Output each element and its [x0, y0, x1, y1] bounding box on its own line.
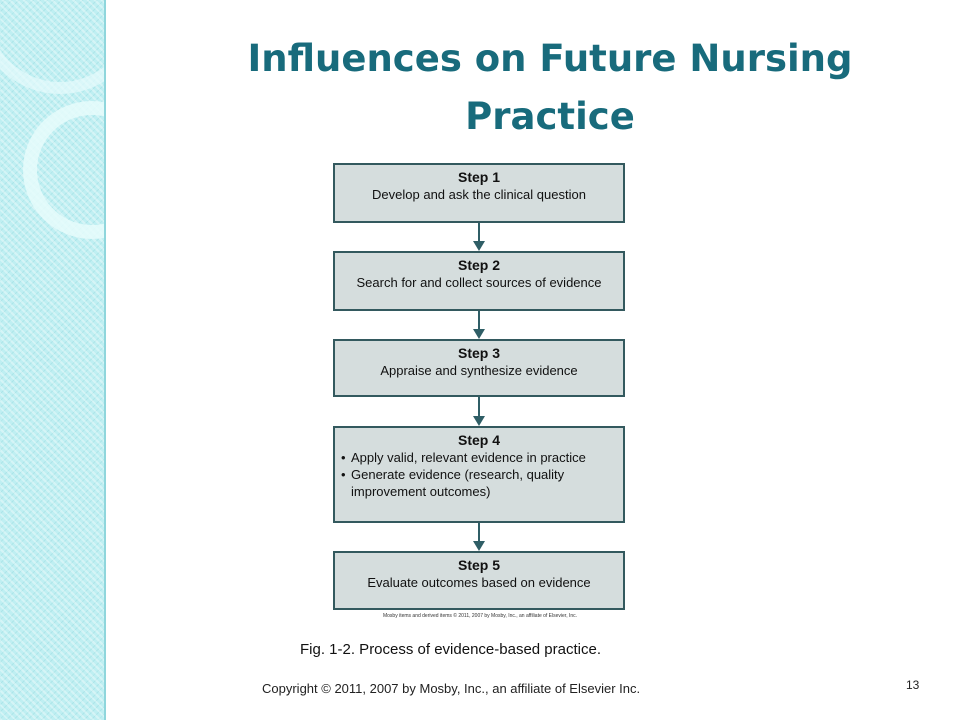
- ebp-process-diagram: Step 1 Develop and ask the clinical ques…: [328, 160, 632, 620]
- arrow-down-icon: [473, 223, 485, 251]
- step-2-description: Search for and collect sources of eviden…: [356, 275, 602, 290]
- step-4-bullet: Apply valid, relevant evidence in practi…: [339, 449, 619, 466]
- decorative-circles-icon: [0, 49, 106, 239]
- sidebar-divider: [104, 0, 106, 720]
- step-5-description: Evaluate outcomes based on evidence: [367, 575, 591, 590]
- step-4-box: Step 4 Apply valid, relevant evidence in…: [333, 426, 625, 523]
- step-4-bullets: Apply valid, relevant evidence in practi…: [335, 449, 623, 500]
- step-4-title: Step 4: [457, 432, 500, 448]
- copyright-notice: Copyright © 2011, 2007 by Mosby, Inc., a…: [262, 681, 641, 696]
- step-5-box: Step 5 Evaluate outcomes based on eviden…: [333, 551, 625, 610]
- step-1-description: Develop and ask the clinical question: [372, 187, 586, 202]
- step-1-box: Step 1 Develop and ask the clinical ques…: [333, 163, 625, 223]
- arrow-down-icon: [473, 523, 485, 551]
- title-line-1: Influences on Future Nursing: [247, 37, 853, 80]
- step-2-title: Step 2: [457, 257, 500, 273]
- step-5-title: Step 5: [457, 557, 500, 573]
- slide-title: Influences on Future Nursing Practice: [170, 30, 930, 146]
- step-3-description: Appraise and synthesize evidence: [380, 363, 578, 378]
- page-number: 13: [906, 678, 920, 692]
- title-line-2: Practice: [465, 95, 635, 138]
- step-2-box: Step 2 Search for and collect sources of…: [333, 251, 625, 311]
- step-1-title: Step 1: [457, 169, 500, 185]
- step-3-title: Step 3: [457, 345, 500, 361]
- step-4-bullet: Generate evidence (research, quality imp…: [339, 466, 619, 500]
- arrow-down-icon: [473, 311, 485, 339]
- figure-caption: Fig. 1-2. Process of evidence-based prac…: [300, 641, 601, 658]
- arrow-down-icon: [473, 397, 485, 426]
- step-3-box: Step 3 Appraise and synthesize evidence: [333, 339, 625, 397]
- decorative-sidebar: [0, 0, 106, 720]
- figure-credit: Mosby items and derived items © 2011, 20…: [382, 613, 578, 619]
